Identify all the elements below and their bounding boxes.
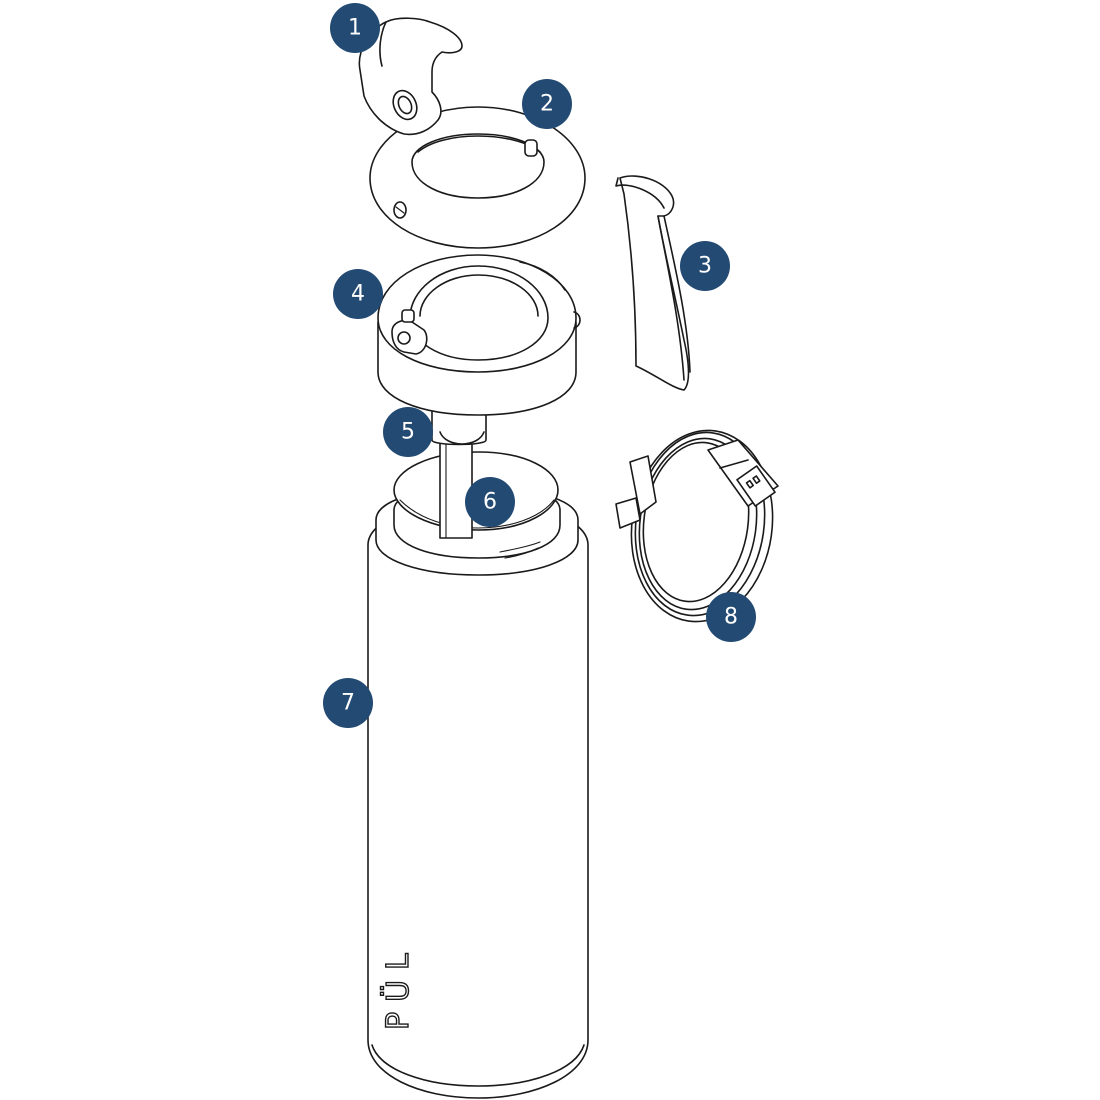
callout-6: 6 <box>465 477 515 527</box>
callout-8: 8 <box>706 592 756 642</box>
callout-6-label: 6 <box>483 490 497 515</box>
callout-1-label: 1 <box>348 16 362 41</box>
bottle-body: PÜL <box>367 451 589 1099</box>
callout-3: 3 <box>680 241 730 291</box>
callout-5-label: 5 <box>401 420 415 445</box>
callout-3-label: 3 <box>698 254 712 279</box>
straw <box>439 439 473 539</box>
brand-text: PÜL <box>379 943 416 1031</box>
callout-5: 5 <box>383 407 433 457</box>
charging-cable <box>615 429 779 623</box>
callout-7: 7 <box>323 678 373 728</box>
handle-strap <box>615 175 691 391</box>
svg-text:PÜL: PÜL <box>380 943 416 1030</box>
callout-7-label: 7 <box>341 691 355 716</box>
callout-2-label: 2 <box>540 92 554 117</box>
callout-4-label: 4 <box>351 282 365 307</box>
lid-ring <box>369 106 586 249</box>
callout-4: 4 <box>333 269 383 319</box>
flip-cap <box>358 17 463 136</box>
callout-1: 1 <box>330 3 380 53</box>
lid-base <box>377 254 581 416</box>
callout-8-label: 8 <box>724 605 738 630</box>
callout-2: 2 <box>522 79 572 129</box>
